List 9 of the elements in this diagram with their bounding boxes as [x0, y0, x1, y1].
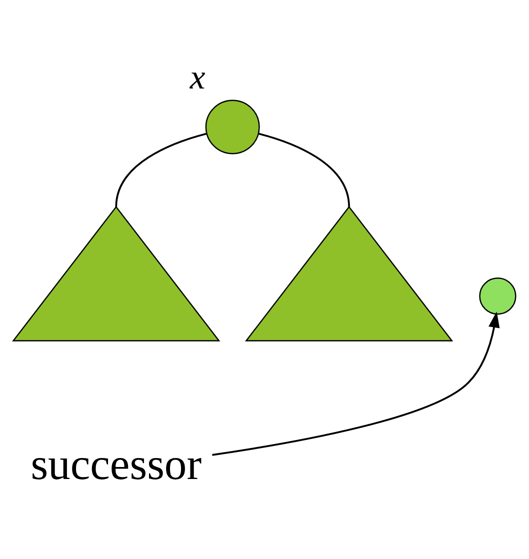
node-triangle	[12, 205, 220, 341]
node-text: successor	[30, 438, 202, 489]
connector	[258, 132, 350, 206]
node-triangle	[244, 205, 454, 341]
node-circle	[479, 277, 516, 314]
arrow	[212, 310, 500, 456]
connector	[115, 132, 207, 206]
node-circle	[205, 99, 260, 154]
node-label: x	[190, 56, 206, 96]
